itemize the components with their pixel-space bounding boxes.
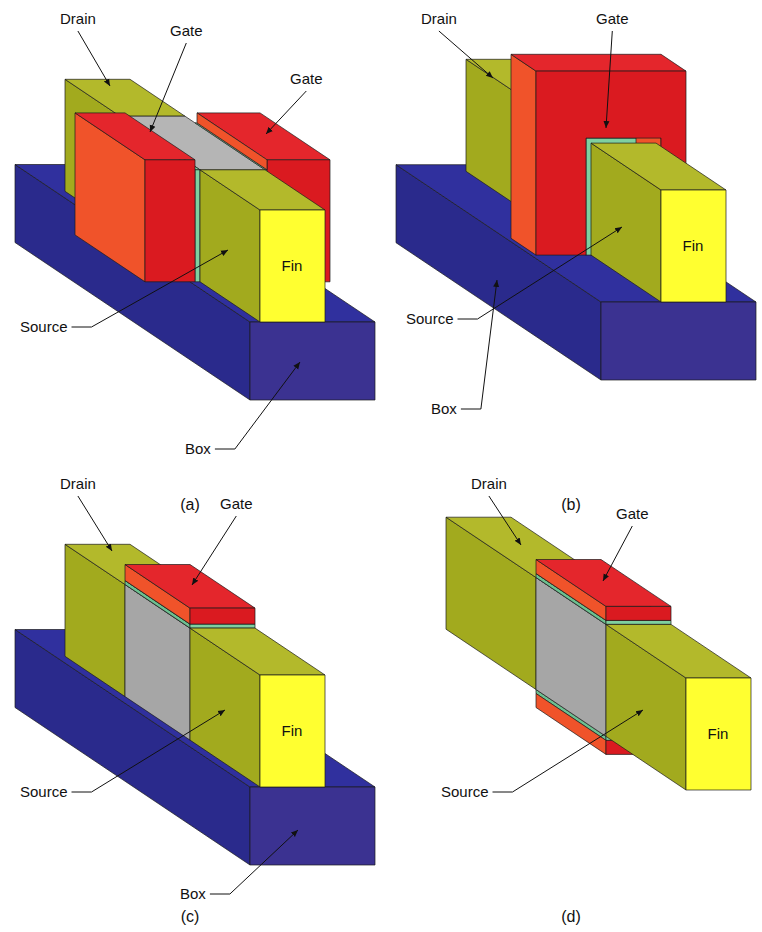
part-label: Box (185, 440, 211, 458)
buried-oxide (250, 787, 375, 865)
gate (190, 608, 255, 624)
fin-label: Fin (683, 237, 704, 255)
gate-oxide (195, 170, 200, 282)
source-region (686, 678, 751, 790)
leader-line (78, 496, 112, 551)
fin-label: Fin (282, 722, 303, 740)
finfet-figure (446, 517, 751, 790)
leader-line (72, 250, 229, 327)
leader-line (215, 362, 300, 449)
leader-line (458, 227, 623, 319)
gate (511, 54, 536, 255)
source-region (591, 143, 726, 190)
part-label: Source (20, 783, 68, 801)
leader-line (461, 280, 497, 409)
gate-oxide (606, 620, 671, 624)
buried-oxide (250, 322, 375, 400)
finfet-figure (15, 544, 375, 865)
leader-line (192, 516, 236, 585)
drain-region (65, 79, 185, 116)
source-region (260, 210, 325, 322)
panel-label: (d) (561, 908, 581, 926)
part-label: Drain (471, 475, 507, 493)
buried-oxide (601, 302, 756, 380)
panel-label: (c) (181, 908, 200, 926)
part-label: Gate (290, 70, 323, 88)
fin-label: Fin (708, 725, 729, 743)
leader-line (493, 710, 644, 792)
leader-line (606, 31, 612, 128)
source-region (260, 675, 325, 787)
leader-line (489, 496, 521, 545)
gate (75, 113, 195, 160)
finfet-figure (15, 79, 375, 400)
gate (197, 113, 267, 170)
part-label: Box (180, 885, 206, 903)
gate (511, 54, 686, 71)
leader-line (210, 830, 298, 894)
gate-oxide (190, 624, 255, 628)
part-label: Gate (596, 10, 629, 28)
gate (536, 560, 671, 607)
gate (145, 160, 195, 282)
part-label: Gate (616, 505, 649, 523)
part-label: Gate (220, 495, 253, 513)
leader-line (603, 526, 632, 581)
part-label: Source (20, 318, 68, 336)
source-region (190, 628, 325, 675)
leader-line (150, 43, 186, 132)
panel-label: (b) (561, 496, 581, 514)
gate (125, 565, 255, 609)
part-label: Drain (60, 475, 96, 493)
fin-label: Fin (282, 257, 303, 275)
leader-line (78, 31, 110, 86)
part-label: Source (441, 783, 489, 801)
part-label: Gate (170, 22, 203, 40)
part-label: Box (431, 400, 457, 418)
source-region (200, 170, 325, 210)
source-region (606, 624, 751, 678)
panel-label: (a) (180, 496, 200, 514)
leader-line (266, 91, 306, 134)
part-label: Source (406, 310, 454, 328)
leader-line (72, 710, 226, 792)
finfet-figure (396, 54, 756, 380)
part-label: Drain (60, 10, 96, 28)
part-label: Drain (421, 10, 457, 28)
leader-line (439, 31, 493, 78)
source-region (661, 190, 726, 302)
gate (606, 606, 671, 620)
